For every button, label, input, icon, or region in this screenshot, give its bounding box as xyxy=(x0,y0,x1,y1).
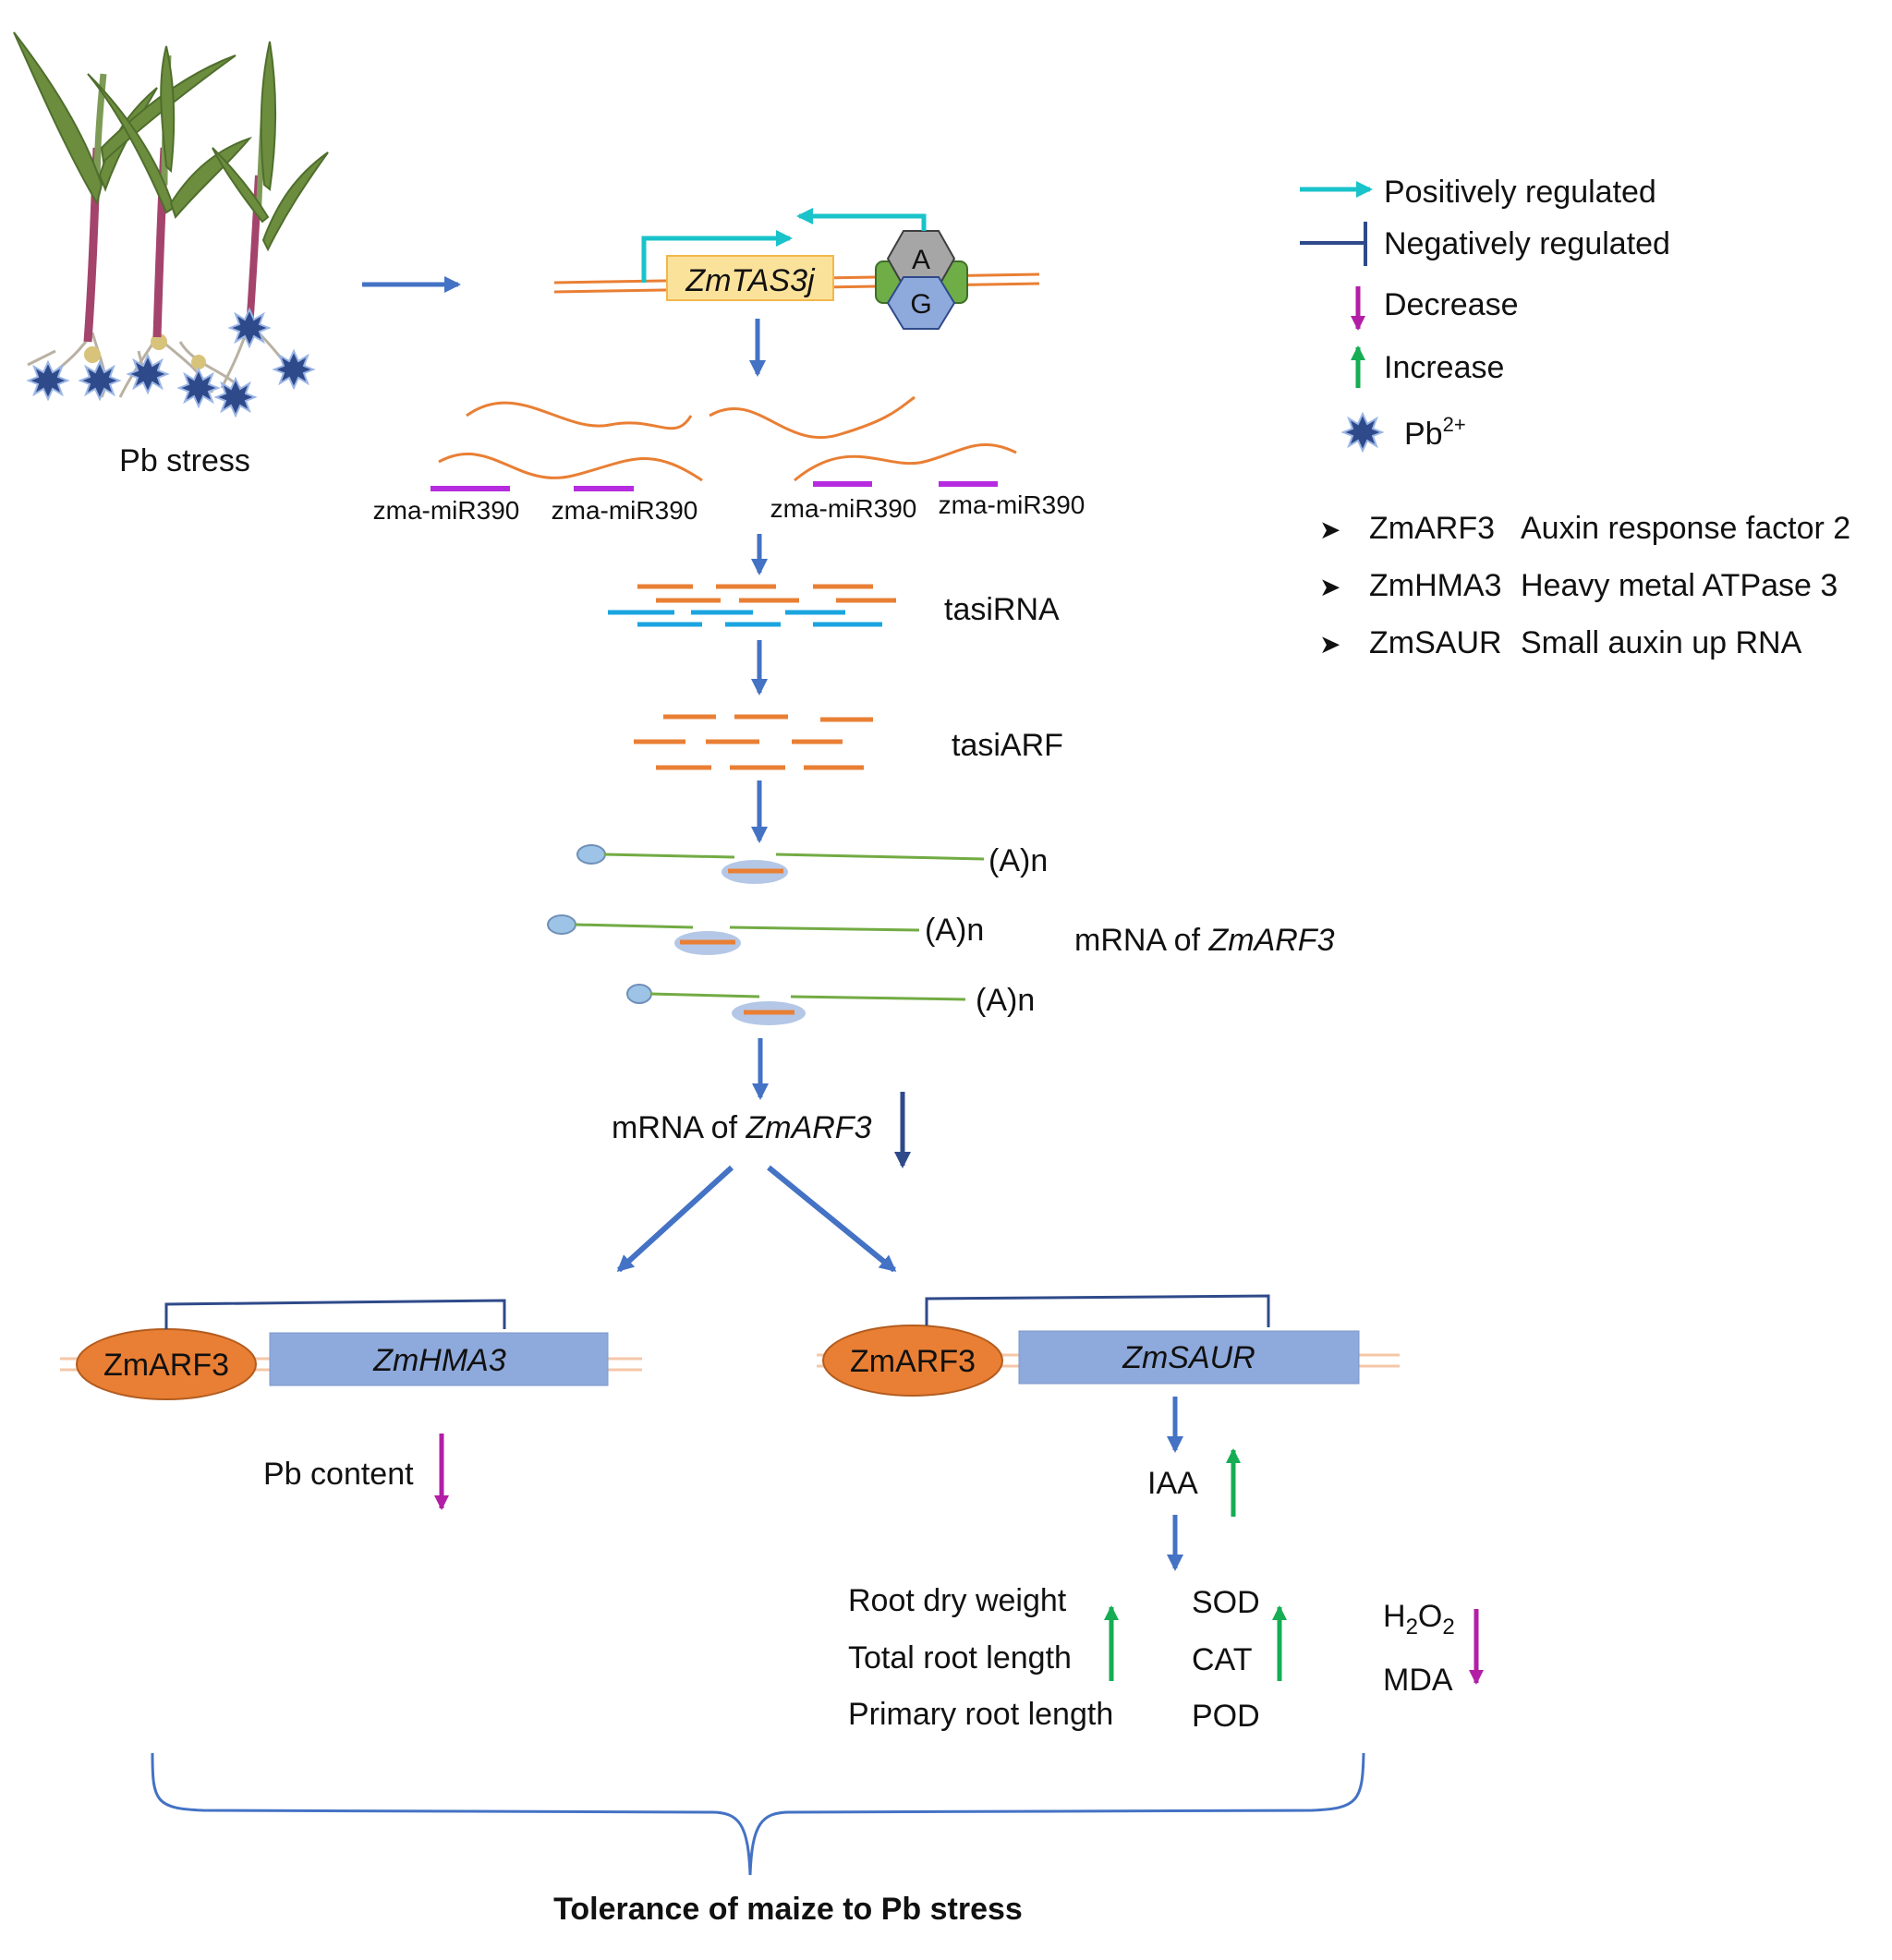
tas3-transcripts xyxy=(438,395,1017,482)
arrow-branch-left xyxy=(616,1165,734,1273)
enzyme-cat: CAT xyxy=(1192,1642,1252,1677)
zmarf3-label-right: ZmARF3 xyxy=(850,1344,976,1379)
mrna-cleavage-3 xyxy=(626,984,966,1025)
zmarf3-label-left: ZmARF3 xyxy=(103,1348,229,1383)
hexagon-a-label: A xyxy=(912,245,930,275)
definition-abbr-2: ZmHMA3 xyxy=(1369,568,1502,603)
mir390-label-1: zma-miR390 xyxy=(373,496,520,525)
tasirna-duplexes xyxy=(608,584,896,627)
zmtas3j-label: ZmTAS3j xyxy=(685,263,816,298)
zmarf3-protein-right xyxy=(822,1325,1003,1397)
hexagon-g xyxy=(886,276,956,330)
positive-arrow-promoter xyxy=(641,230,793,283)
arrow-branch-right xyxy=(767,1165,897,1273)
zmhma3-branch xyxy=(60,1299,642,1400)
zmhma3-label: ZmHMA3 xyxy=(372,1343,506,1378)
definition-abbr-1: ZmARF3 xyxy=(1369,511,1495,546)
legend: Positively regulated Negatively regulate… xyxy=(1300,175,1670,452)
root-trait-primary-length: Primary root length xyxy=(848,1697,1113,1732)
legend-increase-label: Increase xyxy=(1384,350,1504,385)
hexagon-g-label: G xyxy=(910,289,931,320)
iaa-label: IAA xyxy=(1147,1466,1198,1501)
polya-label-2: (A)n xyxy=(925,913,984,948)
maize-seedlings-illustration xyxy=(13,31,329,417)
pb-content-label: Pb content xyxy=(263,1457,414,1492)
negative-regulation-right xyxy=(925,1294,1270,1327)
polya-label-3: (A)n xyxy=(976,983,1035,1018)
mrna-label-center: mRNA of ZmARF3 xyxy=(612,1110,872,1145)
polya-label-1: (A)n xyxy=(988,843,1048,878)
root-trait-dry-weight: Root dry weight xyxy=(848,1583,1067,1618)
tasirna-label: tasiRNA xyxy=(944,592,1060,627)
mrna-label-side: mRNA of ZmARF3 xyxy=(1074,923,1335,958)
legend-decrease-label: Decrease xyxy=(1384,287,1519,322)
pb-stress-label: Pb stress xyxy=(119,443,250,478)
definition-full-2: Heavy metal ATPase 3 xyxy=(1521,568,1837,603)
mir390-binding-bars xyxy=(431,481,998,491)
definition-bullet-icon: ➤ xyxy=(1319,573,1340,601)
definitions-list: ➤ ZmARF3 Auxin response factor 2 ➤ ZmHMA… xyxy=(1319,511,1850,660)
legend-pb-label: Pb2+ xyxy=(1404,413,1466,452)
mrna-cleavage-2 xyxy=(547,914,920,955)
legend-negative-label: Negatively regulated xyxy=(1384,226,1670,261)
mir390-label-2: zma-miR390 xyxy=(552,496,698,525)
zmsaur-box xyxy=(1018,1330,1360,1385)
zmsaur-branch xyxy=(817,1294,1400,1397)
zmsaur-label: ZmSAUR xyxy=(1122,1340,1255,1375)
enzyme-sod: SOD xyxy=(1192,1585,1260,1620)
mir390-label-3: zma-miR390 xyxy=(770,494,917,523)
enzyme-pod: POD xyxy=(1192,1699,1260,1734)
legend-positive-label: Positively regulated xyxy=(1384,175,1656,210)
zmhma3-box xyxy=(269,1332,609,1386)
mda-label: MDA xyxy=(1383,1663,1453,1698)
zmtas3j-box xyxy=(666,255,834,301)
conclusion-label: Tolerance of maize to Pb stress xyxy=(553,1892,1023,1927)
definition-full-3: Small auxin up RNA xyxy=(1521,625,1802,660)
definition-abbr-3: ZmSAUR xyxy=(1369,625,1502,660)
definition-full-1: Auxin response factor 2 xyxy=(1521,511,1850,546)
definition-bullet-icon: ➤ xyxy=(1319,515,1340,544)
positive-arrow-complex xyxy=(796,208,927,231)
tasiarf-fragments xyxy=(634,714,873,770)
mrna-cleavage-1 xyxy=(576,844,985,884)
legend-pb-star-icon xyxy=(1342,413,1383,452)
definition-bullet-icon: ➤ xyxy=(1319,630,1340,659)
negative-regulation-left xyxy=(164,1299,506,1329)
root-trait-total-length: Total root length xyxy=(848,1640,1072,1676)
tasiarf-label: tasiARF xyxy=(952,728,1063,763)
h2o2-label: H2O2 xyxy=(1383,1599,1455,1639)
zmtas3j-gene-locus: ZmTAS3j A G xyxy=(553,208,1040,330)
summary-brace xyxy=(151,1752,1365,1876)
mir390-label-4: zma-miR390 xyxy=(939,490,1085,519)
